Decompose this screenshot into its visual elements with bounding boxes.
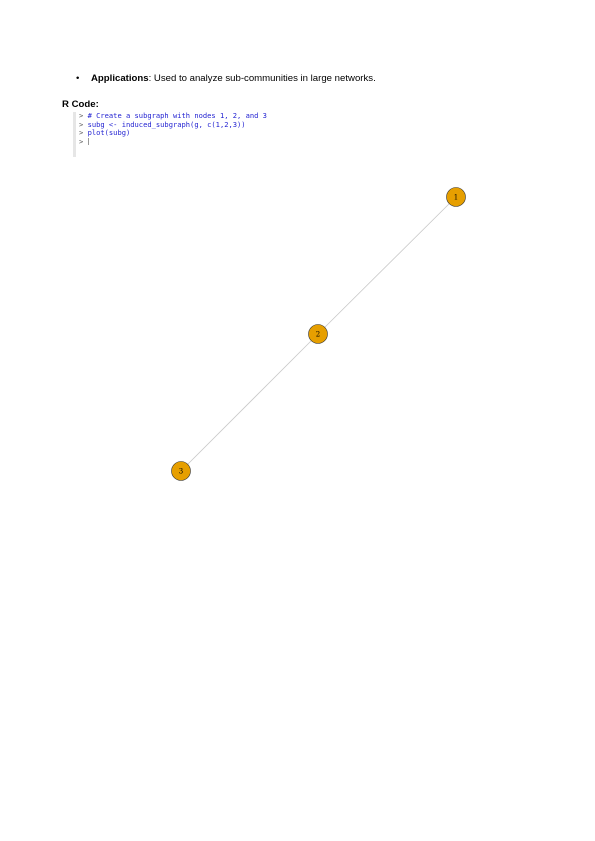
console-code: subg <- induced_subgraph(g, c(1,2,3)) — [87, 119, 246, 129]
graph-edge — [317, 196, 457, 335]
console-gutter — [73, 112, 76, 157]
section-heading: R Code: — [62, 99, 99, 110]
console-code: # Create a subgraph with nodes 1, 2, and… — [87, 112, 267, 120]
console-prompt: > — [79, 119, 84, 129]
console-line: > plot(subg) — [73, 128, 333, 138]
graph-node: 3 — [171, 461, 191, 481]
node-label: 1 — [454, 194, 458, 202]
node-label: 3 — [179, 468, 183, 476]
r-console-screenshot: > # Create a subgraph with nodes 1, 2, a… — [73, 112, 333, 157]
console-line: > # Create a subgraph with nodes 1, 2, a… — [73, 112, 333, 121]
console-line: > — [73, 136, 333, 147]
bullet-term: Applications — [91, 73, 149, 84]
graph-node: 2 — [308, 324, 328, 344]
graph-node: 1 — [446, 187, 466, 207]
console-prompt: > — [79, 136, 84, 146]
bullet-item: • Applications: Used to analyze sub-comm… — [76, 73, 376, 85]
console-prompt: > — [79, 128, 84, 138]
bullet-dot-icon: • — [76, 73, 80, 84]
console-prompt: > — [79, 112, 84, 120]
console-line: > subg <- induced_subgraph(g, c(1,2,3)) — [73, 119, 333, 130]
graph-edge — [180, 333, 319, 472]
console-code: plot(subg) — [87, 128, 131, 138]
node-label: 2 — [316, 331, 320, 339]
text-cursor — [87, 138, 89, 146]
bullet-text: : Used to analyze sub-communities in lar… — [148, 73, 376, 84]
